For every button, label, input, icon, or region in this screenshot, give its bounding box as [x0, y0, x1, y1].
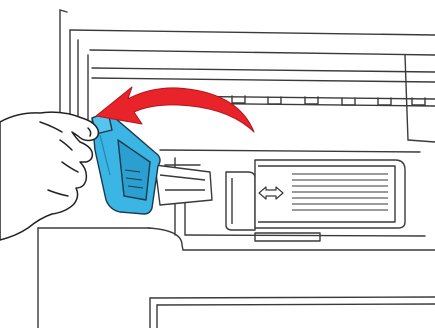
cartridge-icon: [226, 160, 405, 230]
blue-cover-icon: [92, 112, 160, 214]
hinge-connector: [155, 165, 212, 205]
hand-icon: [0, 112, 98, 240]
